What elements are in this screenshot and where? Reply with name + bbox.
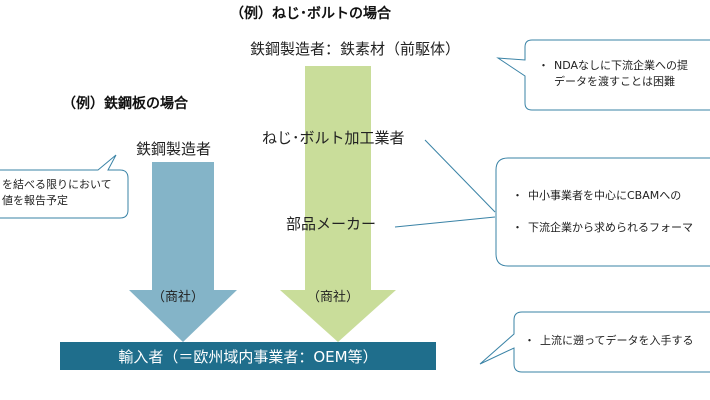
callout-bottom: ・ 上流に遡ってデータを入手する (524, 333, 693, 349)
callout-middle-item-1: 中小事業者を中心にCBAMへの (528, 189, 682, 202)
steel-manufacturer-label: 鉄鋼製造者 (136, 140, 212, 158)
importer-label: 輸入者（＝欧州域内事業者：OEM等） (118, 347, 378, 366)
bolt-trading-label: （商社） (307, 290, 360, 305)
bullet-marker: ・ (524, 334, 535, 347)
callout-bottom-text: 上流に遡ってデータを入手する (540, 334, 694, 347)
callout-bottom-border (479, 311, 710, 373)
importer-bar: 輸入者（＝欧州域内事業者：OEM等） (60, 342, 436, 370)
callout-left-line-1: を結べる限りにおいて (2, 178, 112, 191)
processor-label: ねじ･ボルト加工業者 (262, 129, 405, 147)
bullet-marker: ・ (512, 189, 523, 202)
callout-left: を結べる限りにおいて 値を報告予定 (2, 177, 112, 209)
callout-top: ・ NDAなしに下流企業への提 データを渡すことは困難 (538, 58, 688, 90)
callout-left-border (0, 154, 129, 219)
parts-maker-label: 部品メーカー (286, 215, 377, 233)
bullet-marker: ・ (538, 59, 549, 72)
callout-middle-item-2: 下流企業から求められるフォーマ (528, 220, 693, 234)
callout-middle: ・ 中小事業者を中心にCBAMへの ・ 下流企業から求められるフォーマ (512, 188, 693, 236)
callout-top-border (496, 39, 710, 111)
steel-case-heading: （例）鉄鋼板の場合 (62, 96, 188, 112)
bolt-case-heading: （例）ねじ･ボルトの場合 (230, 6, 391, 22)
bullet-marker: ・ (512, 220, 523, 234)
supplier-label: 鉄鋼製造者：鉄素材（前駆体） (250, 40, 461, 58)
callout-top-line-2: データを渡すことは困難 (554, 74, 675, 88)
callout-left-line-2: 値を報告予定 (2, 193, 68, 207)
steel-flow-arrow (129, 162, 237, 342)
callout-top-line-1: NDAなしに下流企業への提 (554, 59, 689, 72)
connector-parts-maker (394, 216, 496, 228)
steel-trading-label: （商社） (152, 290, 205, 305)
callout-middle-border (495, 157, 710, 267)
bolt-flow-arrow (280, 66, 396, 342)
connector-processor (424, 139, 496, 213)
